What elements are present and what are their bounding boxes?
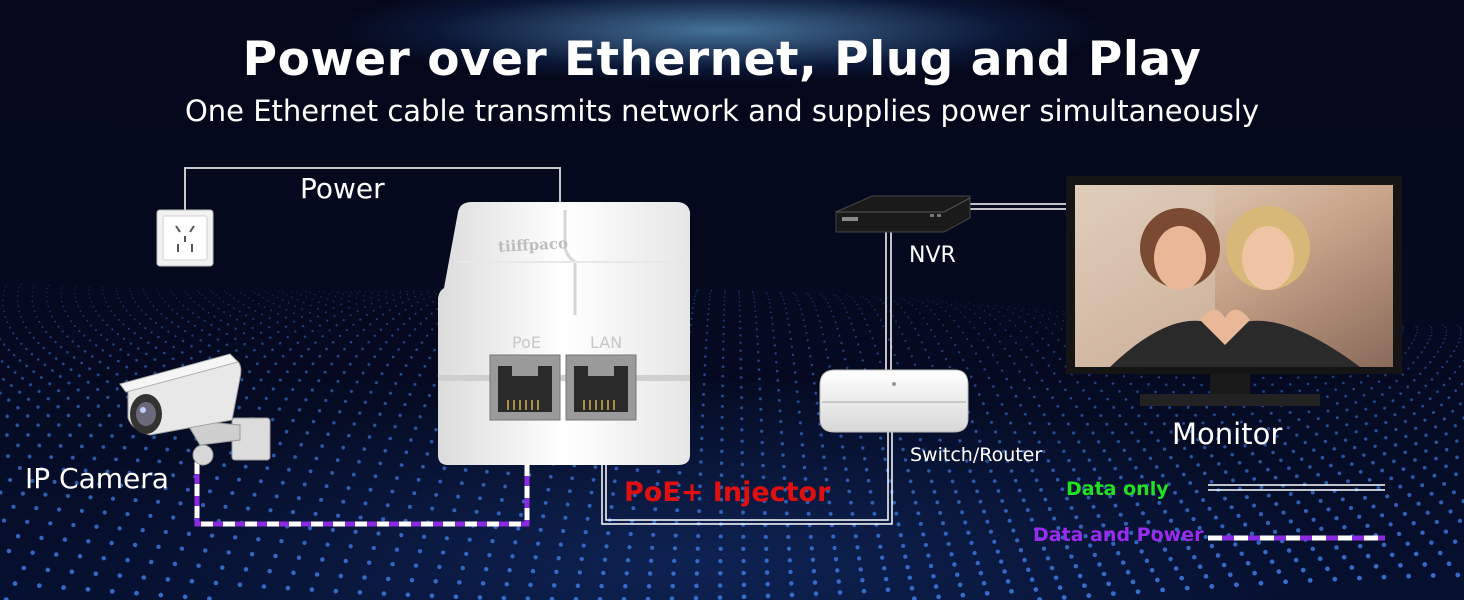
- power-line: [184, 167, 561, 212]
- legend-data-and-power: Data and Power: [1033, 524, 1204, 546]
- monitor-icon: [1066, 176, 1402, 406]
- monitor-label: Monitor: [1172, 417, 1283, 451]
- ip-camera-label: IP Camera: [25, 462, 169, 495]
- legend-data-only-line: [1208, 484, 1385, 491]
- ip-camera-icon: [119, 353, 271, 466]
- poe-injector-label: PoE+ Injector: [624, 477, 831, 508]
- port-label-poe: PoE: [512, 333, 541, 352]
- injector-brand: tiiffpaco: [497, 234, 569, 256]
- page-title: Power over Ethernet, Plug and Play: [242, 32, 1202, 87]
- poe-injector-icon: [438, 202, 690, 465]
- nvr-icon: [835, 195, 971, 233]
- switch-router-icon: [819, 369, 969, 433]
- wall-outlet-icon: [156, 209, 214, 267]
- nvr-label: NVR: [909, 243, 956, 268]
- port-label-lan: LAN: [590, 333, 623, 352]
- legend-data-only: Data only: [1066, 478, 1169, 500]
- switch-router-label: Switch/Router: [910, 444, 1043, 466]
- power-label: Power: [300, 172, 385, 205]
- page-subtitle: One Ethernet cable transmits network and…: [184, 94, 1260, 128]
